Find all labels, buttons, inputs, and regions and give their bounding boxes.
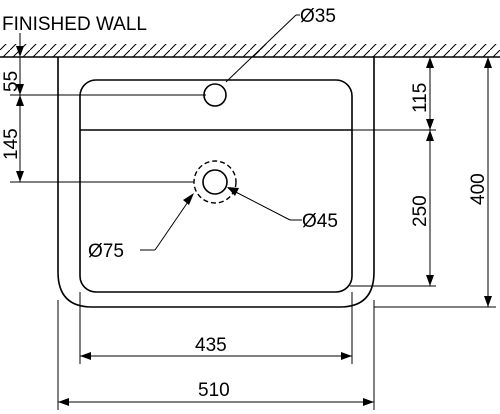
dim-400-label: 400 [468,173,489,205]
dim-435-label: 435 [195,335,227,356]
drain-inner-label: Ø45 [302,211,338,232]
drain-inner-leader [227,187,302,221]
dim-250-label: 250 [410,195,431,227]
drain-outer-leader [140,193,194,251]
wall-arrow [16,33,24,57]
drain-outer-circle [193,160,237,204]
drain-outer-label: Ø75 [88,241,124,262]
finished-wall [0,44,500,58]
drain-inner-circle [202,169,228,195]
dim-55-label: 55 [1,71,22,92]
right-dimensions [350,57,496,308]
left-dimensions [10,57,206,183]
finished-wall-label: FINISHED WALL [2,14,147,35]
tap-hole [203,83,227,107]
tap-hole-leader [225,14,300,83]
dim-510-label: 510 [198,380,230,401]
dim-115-label: 115 [410,83,431,113]
dim-145-label: 145 [1,128,22,160]
tap-hole-label: Ø35 [300,6,336,27]
bottom-dimensions [57,292,375,410]
basin-inner [79,79,353,293]
